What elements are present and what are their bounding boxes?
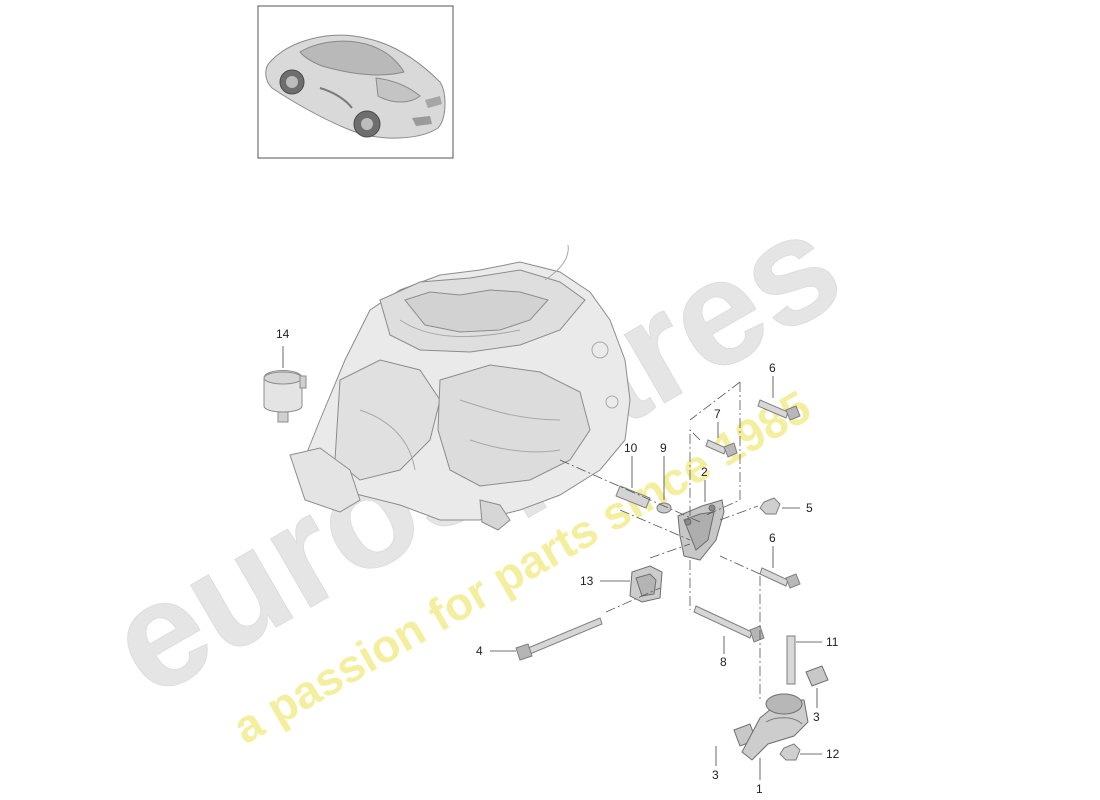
callout-7: 7 <box>714 407 721 421</box>
callout-12: 12 <box>826 747 840 761</box>
callout-8: 8 <box>720 655 727 669</box>
callout-13: 13 <box>580 574 594 588</box>
part-12-nut <box>779 743 801 761</box>
part-10-sleeve <box>615 485 651 509</box>
engine-assembly <box>289 244 631 531</box>
part-9-bush <box>656 502 672 514</box>
part-4-long-bolt <box>515 617 603 661</box>
part-11-stud <box>786 635 796 685</box>
callout-10: 10 <box>624 441 638 455</box>
callout-1: 1 <box>756 782 763 796</box>
assembly-centerlines <box>559 381 761 700</box>
callout-4: 4 <box>476 644 483 658</box>
callout-6-lower: 6 <box>769 531 776 545</box>
part-5-nut <box>759 497 781 515</box>
car-thumbnail-box <box>257 5 454 159</box>
part-3-plate-right <box>805 665 829 687</box>
part-2-bracket <box>677 499 725 561</box>
part-7-bolt <box>705 439 738 458</box>
callout-2: 2 <box>701 465 708 479</box>
callout-6-upper: 6 <box>769 361 776 375</box>
part-6-bolt-lower <box>759 567 801 589</box>
callout-11: 11 <box>826 635 839 649</box>
part-8-bolt <box>693 605 765 643</box>
car-thumbnail <box>265 34 446 139</box>
callouts: 14 6 7 10 9 2 5 6 13 11 4 8 3 3 12 1 <box>276 327 840 796</box>
part-13-mount <box>629 565 663 603</box>
part-1-engine-mount <box>741 693 809 761</box>
callout-14: 14 <box>276 327 290 341</box>
callout-5: 5 <box>806 501 813 515</box>
part-6-bolt-upper <box>757 399 801 421</box>
leader-lines <box>282 346 822 780</box>
callout-9: 9 <box>660 441 667 455</box>
part-14-reservoir <box>263 370 307 423</box>
callout-3-right: 3 <box>813 710 820 724</box>
callout-3-left: 3 <box>712 768 719 782</box>
